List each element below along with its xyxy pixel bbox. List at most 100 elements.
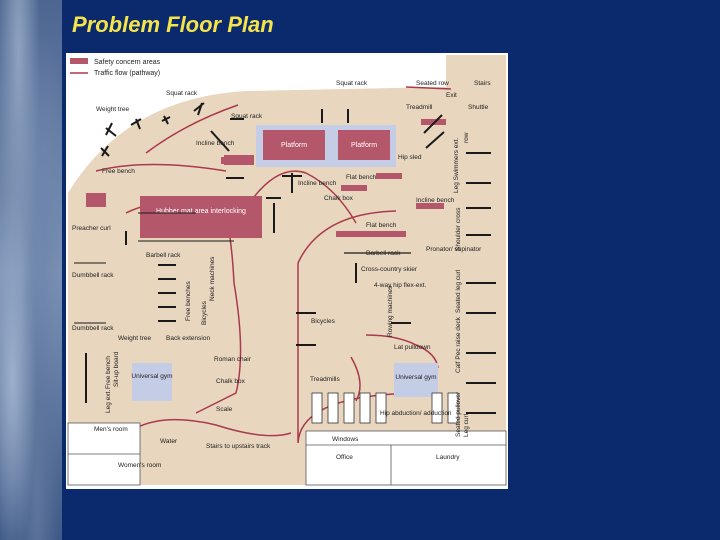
label-leg-ext: Leg ext. xyxy=(105,390,112,413)
label-squat-rack-tl: Squat rack xyxy=(166,90,198,97)
plan-labels: Squat rack Weight tree Squat rack Squat … xyxy=(72,80,491,469)
treadmill xyxy=(311,392,323,424)
label-lat-pulldown: Lat pulldown xyxy=(394,344,431,351)
platform-2 xyxy=(338,130,390,160)
marble-sidebar-decoration xyxy=(0,0,62,540)
platform-1-label: Platform xyxy=(281,142,307,149)
label-neck-machines: Neck machines xyxy=(209,256,216,301)
label-treadmills: Treadmills xyxy=(310,376,340,383)
label-incline-bench-1: Incline bench xyxy=(196,140,235,147)
label-squat-rack-mid: Squat rack xyxy=(231,113,263,120)
safety-area xyxy=(221,157,249,164)
equipment xyxy=(423,114,445,149)
equipment xyxy=(130,118,142,130)
rubber-mat-label: Hubber mat area interlocking xyxy=(156,208,246,215)
label-scale: Scale xyxy=(216,406,233,413)
pathway xyxy=(245,170,357,224)
safety-concern-areas xyxy=(86,119,446,237)
slide-title: Problem Floor Plan xyxy=(72,12,274,37)
label-hip-sled: Hip sled xyxy=(398,154,422,161)
label-laundry: Laundry xyxy=(436,454,460,461)
label-seated-pullover: Seated pullover xyxy=(455,391,462,437)
legend: Safety concern areas Traffic flow (pathw… xyxy=(70,58,161,77)
equipment xyxy=(105,122,117,137)
platform-2-label: Platform xyxy=(351,142,377,149)
label-flat-bench-2: Flat bench xyxy=(366,222,397,229)
label-stairs: Stairs xyxy=(474,80,491,87)
platform-1 xyxy=(263,130,325,160)
safety-area xyxy=(86,193,106,207)
label-four-way-hip: 4-way hip flex-ext. xyxy=(374,282,427,289)
safety-area xyxy=(416,203,444,209)
label-roman-chair: Roman chair xyxy=(214,356,252,363)
label-weight-tree-tl: Weight tree xyxy=(96,106,130,113)
safety-area xyxy=(376,173,402,179)
bottom-rooms xyxy=(67,422,507,486)
safety-area xyxy=(421,119,446,125)
label-incline-bench-2: Incline bench xyxy=(298,180,337,187)
treadmill xyxy=(431,392,443,424)
label-preacher-curl: Preacher curl xyxy=(72,225,111,232)
label-windows: Windows xyxy=(332,436,359,443)
equipment xyxy=(193,102,205,116)
pathway xyxy=(350,356,361,402)
label-mens-room: Men's room xyxy=(94,426,128,433)
legend-traffic-label: Traffic flow (pathway) xyxy=(94,70,160,77)
pathway xyxy=(365,334,439,369)
label-seated-leg: Seated leg curl xyxy=(455,269,462,313)
universal-gym-2-label: Universal gym xyxy=(395,374,436,381)
legend-safety-swatch xyxy=(70,58,88,64)
label-stairs-to-track: Stairs to upstairs track xyxy=(206,443,271,450)
equipment xyxy=(161,115,171,125)
label-water: Water xyxy=(160,438,178,445)
rubber-mat-area xyxy=(140,196,262,238)
label-row: row xyxy=(463,132,470,143)
safety-area xyxy=(341,185,367,191)
treadmill xyxy=(343,392,355,424)
label-leg-curl: Leg curl xyxy=(463,413,470,437)
label-weight-tree-2: Weight tree xyxy=(118,335,152,342)
label-rowing-machines: Rowing machines xyxy=(387,285,394,337)
universal-gym-1 xyxy=(132,363,172,401)
universal-gym-2 xyxy=(394,363,438,397)
label-womens-room: Women's room xyxy=(118,462,161,469)
label-bicycles: Bicycles xyxy=(311,318,336,325)
label-flat-bench-1: Flat bench xyxy=(346,174,377,181)
label-calf-pec: Calf Pec raise deck xyxy=(455,316,462,373)
label-pronator: Pronator/ supinator xyxy=(426,246,482,253)
label-dumbbell-rack-2: Dumbbell rack xyxy=(72,325,114,332)
universal-gym-1-label: Universal gym xyxy=(131,373,172,380)
label-chalk-box-1: Chalk box xyxy=(324,195,354,202)
pathway xyxy=(145,104,239,154)
label-dumbbell-rack-1: Dumbbell rack xyxy=(72,272,114,279)
label-sit-up-board: Sit-up board xyxy=(113,351,120,387)
label-free-benches: Free benches xyxy=(185,281,192,321)
label-seated-row: Seated row xyxy=(416,80,449,87)
label-leg-swimmers: Leg Swimmers ext. xyxy=(453,138,460,193)
legend-safety-label: Safety concern areas xyxy=(94,59,161,66)
equipment xyxy=(100,145,110,157)
label-back-extension: Back extension xyxy=(166,335,210,342)
label-hip-abduction: Hip abduction/ adduction xyxy=(380,410,452,417)
label-shoulder-cross: Shoulder cross xyxy=(455,207,462,251)
label-squat-rack-top: Squat rack xyxy=(336,80,368,87)
safety-area xyxy=(336,231,406,237)
label-shuttle: Shuttle xyxy=(468,104,489,111)
plan-vertical-labels: Leg Swimmers ext. row Shoulder cross Sea… xyxy=(105,132,470,437)
label-office: Office xyxy=(336,454,353,461)
treadmill-row xyxy=(311,392,459,424)
treadmill xyxy=(375,392,387,424)
label-chalk-box-2: Chalk box xyxy=(216,378,246,385)
equipment-glyphs xyxy=(74,102,496,414)
label-cross-country: Cross-country skier xyxy=(361,266,418,273)
pathway xyxy=(135,418,292,437)
pathway xyxy=(405,86,452,90)
label-incline-bench-3: Incline bench xyxy=(416,197,455,204)
label-free-bench: Free bench xyxy=(102,168,135,175)
office-laundry-block xyxy=(305,430,507,486)
floor-plan-diagram: Safety concern areas Traffic flow (pathw… xyxy=(66,53,508,489)
label-barbell-rack-1: Barbell rack xyxy=(146,252,181,259)
treadmill xyxy=(359,392,371,424)
equipment xyxy=(210,130,230,152)
label-exit: Exit xyxy=(446,92,457,99)
